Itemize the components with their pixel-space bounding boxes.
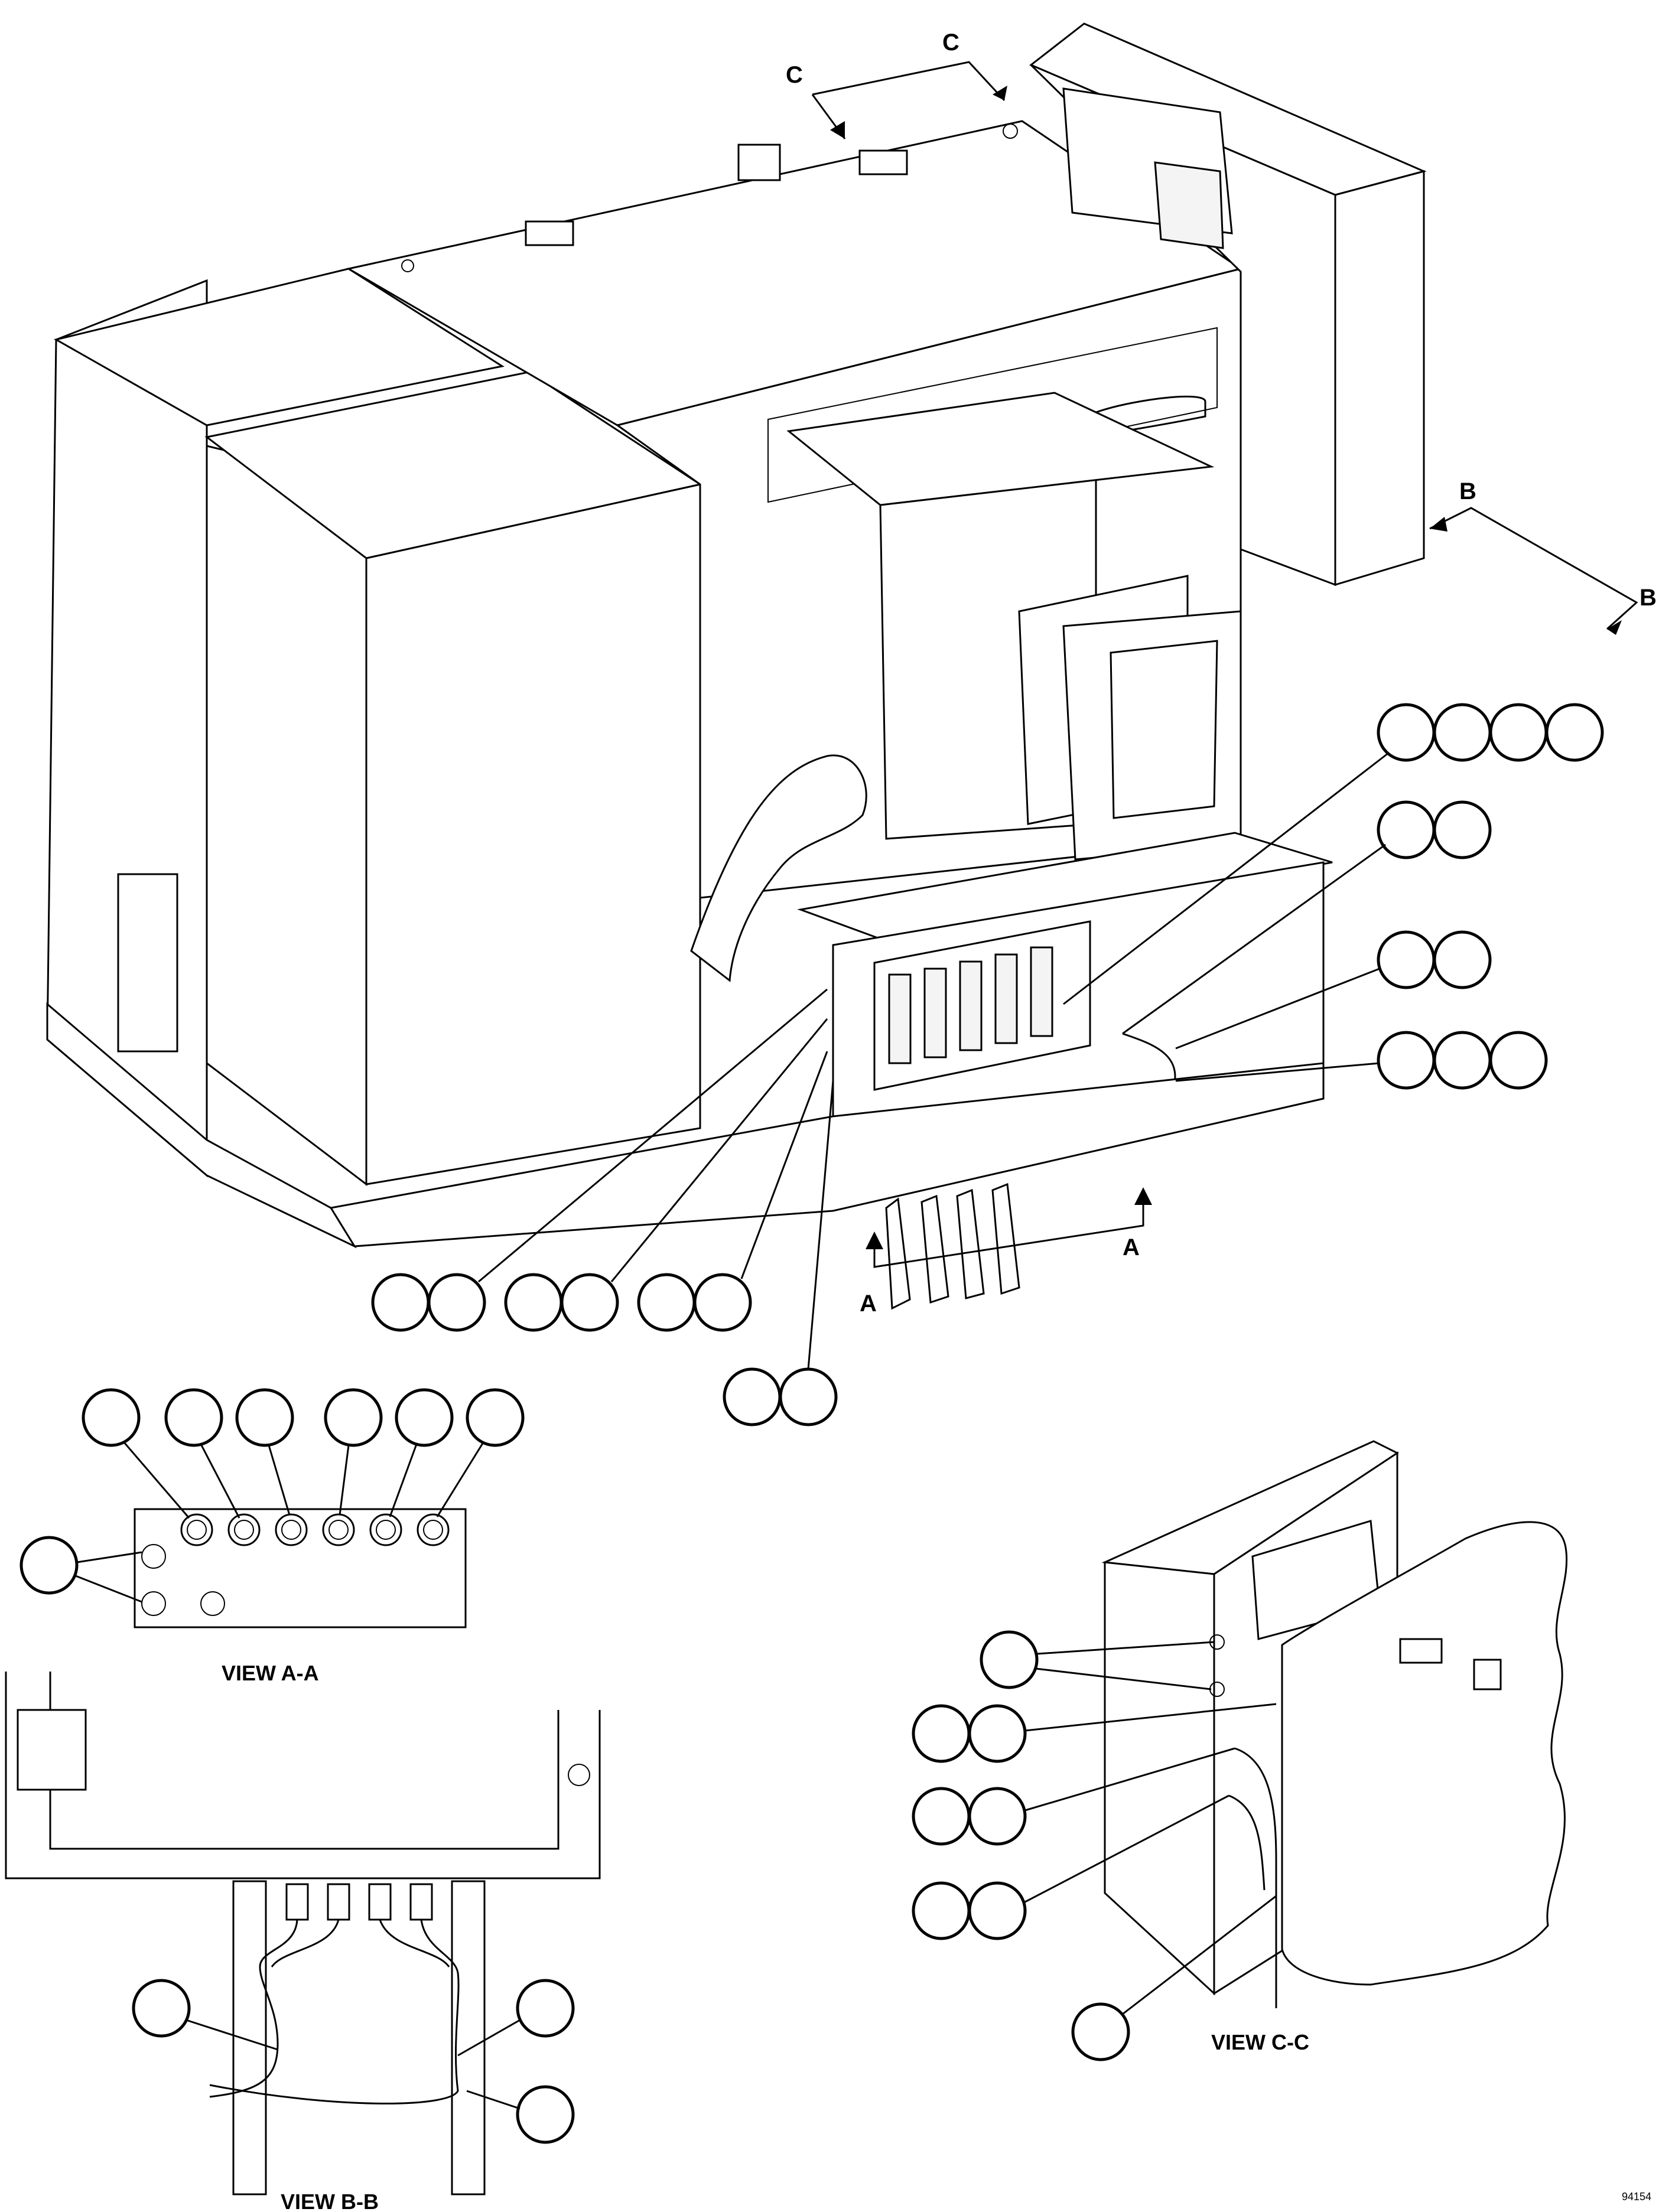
section-marker-c-left: C xyxy=(786,62,803,88)
view-aa-fittings xyxy=(180,1513,450,1546)
latch-plate xyxy=(525,220,574,246)
screw xyxy=(401,259,414,272)
main-callouts xyxy=(371,703,1604,1426)
callout-bubble xyxy=(19,1536,79,1595)
view-cc-cover xyxy=(1281,1521,1568,1986)
section-marker-a-right: A xyxy=(1123,1234,1140,1260)
callout-bubble xyxy=(912,1787,971,1846)
section-b-marker: B B xyxy=(1429,478,1657,635)
hanging-cables xyxy=(885,1182,1020,1310)
callout-bubble xyxy=(968,1881,1027,1940)
heat-sink xyxy=(1154,161,1224,249)
callout-bubble xyxy=(395,1388,454,1447)
callout-bubble xyxy=(132,1979,191,2038)
callout-bubble xyxy=(466,1388,525,1447)
knockout-hole xyxy=(200,1591,225,1616)
callout-bubble xyxy=(1489,1031,1548,1090)
section-marker-c-right: C xyxy=(942,30,959,56)
section-c-marker: C C xyxy=(786,30,1007,139)
section-marker-a-left: A xyxy=(860,1291,877,1317)
view-cc-latch xyxy=(1399,1638,1443,1664)
callout-bubble xyxy=(324,1388,383,1447)
view-bb: VIEW B-B xyxy=(5,1672,601,2212)
callout-bubble xyxy=(1377,930,1436,989)
callout-bubble xyxy=(371,1273,430,1332)
callout-bubble xyxy=(1377,703,1436,762)
terminal-blocks xyxy=(888,946,1053,1064)
view-bb-wires xyxy=(209,1919,298,2098)
callout-bubble xyxy=(1377,800,1436,859)
view-cc: VIEW C-C xyxy=(912,1440,1568,2061)
callout-bubble xyxy=(164,1388,223,1447)
terminal-block xyxy=(959,960,983,1051)
view-bb-terminals xyxy=(285,1883,433,1921)
view-cc-box-front xyxy=(1104,1561,1215,1996)
terminal-block xyxy=(923,967,947,1058)
callout-bubble xyxy=(968,1704,1027,1763)
view-cc-caption: VIEW C-C xyxy=(1211,2030,1309,2054)
left-cabinet-top xyxy=(53,268,505,426)
center-box-front xyxy=(365,483,701,1185)
access-panel xyxy=(117,873,178,1053)
callout-bubble xyxy=(912,1704,971,1763)
drawing-number: 94154 xyxy=(1622,2191,1651,2203)
callout-bubble xyxy=(1545,703,1604,762)
screw xyxy=(1003,123,1018,139)
callout-bubble xyxy=(968,1787,1027,1846)
callout-bubble xyxy=(235,1388,294,1447)
view-bb-caption: VIEW B-B xyxy=(281,2190,379,2212)
view-cc-bracket xyxy=(1473,1659,1502,1690)
callout-bubble xyxy=(912,1881,971,1940)
callout-bubble xyxy=(980,1630,1039,1689)
callout-bubble xyxy=(82,1388,141,1447)
terminal-block xyxy=(888,973,912,1064)
ground-stud xyxy=(568,1764,590,1786)
callout-bubble xyxy=(1433,930,1492,989)
view-aa: VIEW A-A xyxy=(19,1388,525,1685)
callout-bubble xyxy=(1071,2002,1130,2061)
callout-bubble xyxy=(1433,703,1492,762)
callout-bubble xyxy=(723,1367,782,1426)
view-bb-frame xyxy=(5,1672,601,1879)
callout-bubble xyxy=(516,2085,575,2144)
callout-bubble xyxy=(427,1273,486,1332)
callout-bubble xyxy=(779,1367,838,1426)
view-cc-conduit xyxy=(1234,1747,1277,2008)
callout-bubble xyxy=(637,1273,696,1332)
callout-bubble xyxy=(516,1979,575,2038)
callout-bubble xyxy=(1377,1031,1436,1090)
drawer-panel xyxy=(767,327,1218,503)
latch-plate xyxy=(858,149,908,175)
view-aa-caption: VIEW A-A xyxy=(222,1661,319,1685)
section-marker-b-bottom: B xyxy=(1640,585,1657,611)
main-assembly xyxy=(46,22,1427,1310)
callout-bubble xyxy=(1489,703,1548,762)
junction-box-top xyxy=(797,832,1333,943)
knockout-hole xyxy=(141,1544,166,1569)
section-a-marker: A A xyxy=(860,1187,1152,1317)
base-front xyxy=(46,1002,357,1249)
knockout-hole xyxy=(141,1591,166,1616)
side-enclosure-front xyxy=(1334,170,1425,587)
callout-bubble xyxy=(1433,1031,1492,1090)
support-leg-right xyxy=(451,1880,486,2195)
inner-box-top xyxy=(786,392,1215,506)
flexible-hose xyxy=(690,754,867,982)
section-marker-b-top: B xyxy=(1459,478,1476,504)
terminal-block xyxy=(1030,946,1053,1037)
terminal-block xyxy=(994,953,1018,1044)
callout-bubble xyxy=(560,1273,619,1332)
front-door-panel xyxy=(206,445,367,1187)
callout-bubble xyxy=(1433,800,1492,859)
hinge xyxy=(17,1709,87,1791)
callout-bubble xyxy=(504,1273,563,1332)
lifting-bracket xyxy=(737,144,781,181)
duct-opening xyxy=(1110,640,1218,819)
callout-bubble xyxy=(693,1273,752,1332)
